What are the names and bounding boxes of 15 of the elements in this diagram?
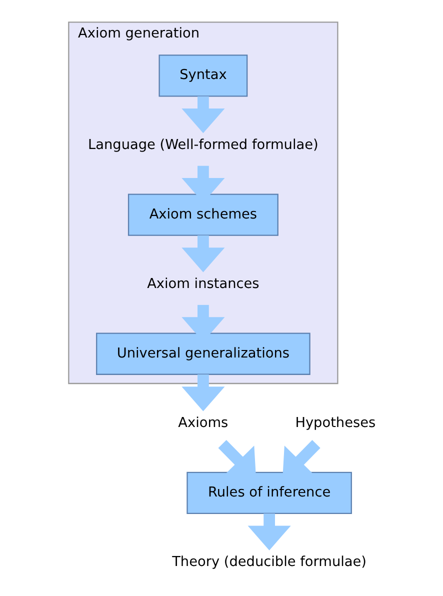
cluster (68, 22, 338, 384)
arrow (181, 374, 224, 412)
node-box: Universal generalizations (96, 332, 310, 375)
node-text: Hypotheses (294, 414, 376, 431)
node-box: Syntax (158, 54, 248, 97)
node-box: Axiom schemes (127, 194, 278, 236)
node-text: Axiom instances (146, 276, 259, 292)
node-label: Axiom generation (78, 26, 200, 42)
node-text: Language (Well-formed formulae) (88, 136, 318, 153)
arrow (181, 96, 224, 134)
arrow (247, 514, 290, 550)
node-box: Rules of inference (186, 472, 352, 514)
arrow (181, 235, 224, 272)
node-text: Theory (deducible formulae) (172, 554, 366, 570)
node-text: Axioms (178, 414, 228, 431)
